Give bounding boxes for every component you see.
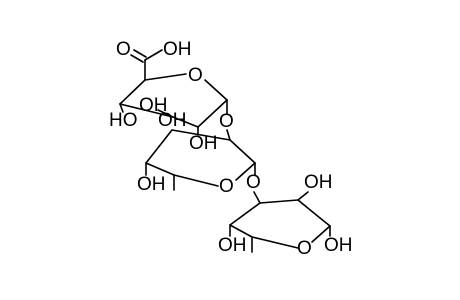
bond-c3-oh — [297, 191, 309, 201]
bond-c6-o — [251, 236, 299, 249]
bond-c3-c4 — [119, 103, 174, 118]
bond-c3-oh — [157, 109, 174, 118]
bond-c5-o — [173, 174, 219, 187]
bond-c1-c2 — [319, 217, 331, 227]
label-ring1-o: O — [188, 65, 203, 86]
label-glyco-o-2: O — [246, 172, 261, 193]
ring-2-bonds — [145, 129, 256, 191]
label-glyco-o-1: O — [219, 111, 234, 132]
label-ring3-oh-anomeric: OH — [324, 235, 353, 256]
bond-c4-c3 — [259, 199, 299, 204]
bond-c5-c6 — [229, 224, 253, 238]
ring-1-bonds — [119, 49, 228, 136]
bond-o-c1 — [311, 225, 331, 243]
label-ring3-oh-top: OH — [304, 172, 333, 193]
label-ring3-o: O — [297, 238, 312, 259]
bond-o-link-c4 — [253, 191, 261, 204]
bond-c3-c2 — [297, 199, 321, 219]
bond-cooh-double-b — [130, 54, 144, 63]
label-cooh-o: O — [116, 39, 131, 60]
bond-c5-o — [144, 73, 187, 81]
bond-o-c1 — [204, 79, 228, 101]
label-cooh-oh: OH — [163, 39, 192, 60]
bond-c4-c5 — [229, 202, 261, 226]
bond-c2-c3 — [171, 129, 231, 141]
label-ring2-oh: OH — [137, 174, 166, 195]
bond-o-link-c2 — [226, 129, 231, 141]
label-ring2-o: O — [219, 176, 234, 197]
bond-c4-oh — [119, 103, 124, 113]
label-ring3-ho: OH — [218, 235, 247, 256]
bond-cooh-double-a — [133, 49, 147, 58]
atom-labels: O OH O OH HO OH O OH OH O O OH OH O OH — [109, 39, 353, 259]
label-ring1-oh-b: OH — [189, 133, 218, 154]
bond-c4-c5 — [145, 162, 175, 176]
ring-3-bonds — [229, 191, 331, 253]
label-ring2-ho: OH — [158, 110, 187, 131]
bond-c2-c3 — [172, 116, 199, 128]
bond-c3-c4 — [145, 129, 173, 164]
label-ring1-oh-a: OH — [139, 95, 168, 116]
bond-o-c1 — [235, 162, 256, 181]
label-ring1-ho: HO — [109, 110, 138, 131]
bond-cooh-single — [144, 49, 163, 61]
bond-c4-c5 — [119, 79, 146, 105]
bond-c1-c2 — [197, 99, 228, 128]
bond-c2-c1 — [229, 139, 256, 164]
